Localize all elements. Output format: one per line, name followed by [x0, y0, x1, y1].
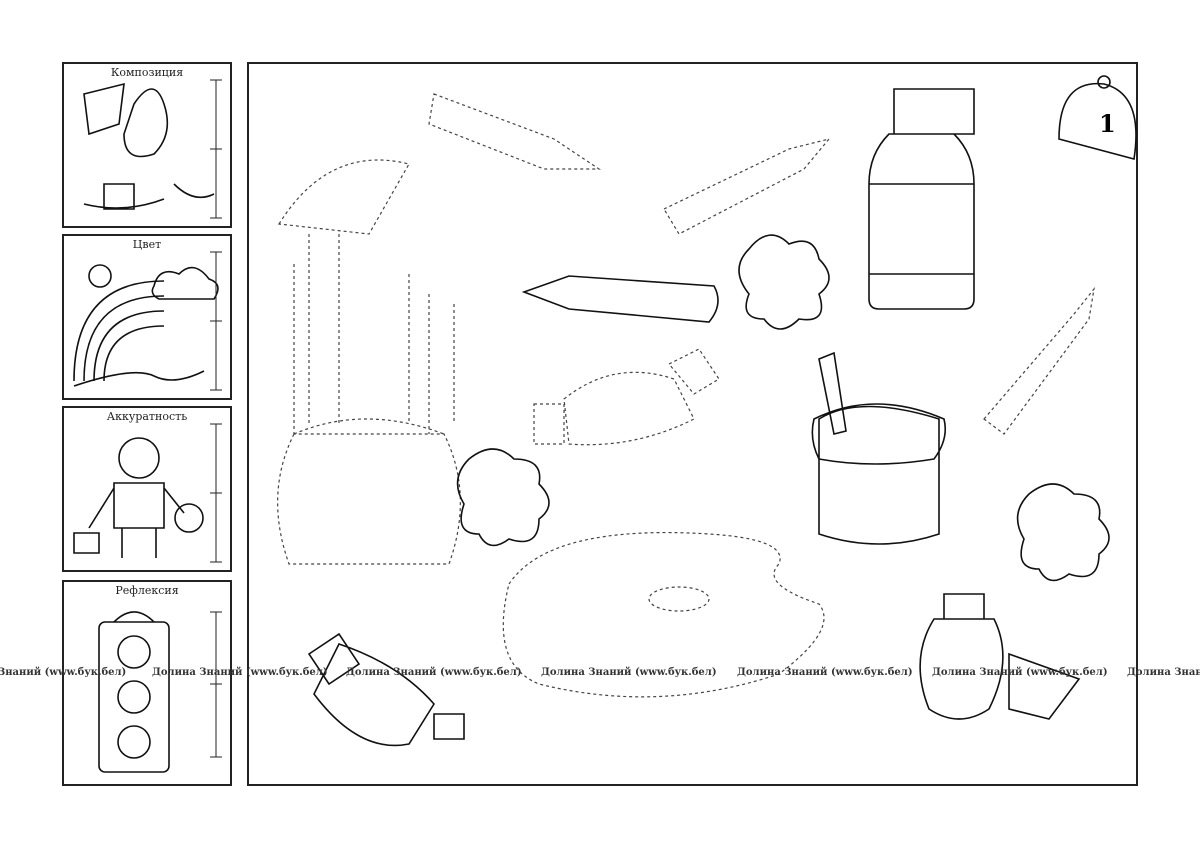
glue-bottle — [868, 88, 975, 310]
criterion-label: Аккуратность — [106, 410, 188, 423]
criterion-card-neatness: Аккуратность — [62, 406, 232, 572]
watermark: Долина Знаний (www.бук.бел) — [346, 667, 522, 678]
watermark: Долина Знаний — [1127, 667, 1200, 678]
watermark: Долина Знаний (www.бук.бел) — [932, 667, 1108, 678]
paint-tube — [919, 593, 1081, 720]
paint-blot — [738, 234, 830, 330]
coloring-area: 1 — [247, 62, 1138, 786]
paint-blot — [1016, 483, 1110, 582]
paint-tube — [307, 632, 465, 747]
criterion-card-reflection: Рефлексия — [62, 580, 232, 786]
bell-number: 1 — [1099, 109, 1116, 138]
dotted-paint-tube — [533, 348, 720, 446]
pencil — [521, 275, 719, 323]
dotted-palette — [502, 531, 825, 698]
criterion-label: Композиция — [110, 66, 184, 79]
art-supplies-drawing: 1 — [277, 75, 1137, 747]
dotted-pencil — [663, 137, 831, 235]
watermark: Долина Знаний (www.бук.бел) — [152, 667, 328, 678]
watermark: Долина Знаний (www.бук.бел) — [541, 667, 717, 678]
rainbow-sun-illustration — [73, 251, 222, 391]
dotted-pencil — [983, 286, 1095, 435]
criterion-card-color: Цвет — [62, 234, 232, 400]
traffic-light-illustration — [98, 611, 222, 773]
dotted-brush-vase — [277, 418, 461, 565]
dotted-fan-brush — [277, 159, 455, 434]
dotted-pencil — [428, 93, 601, 170]
criterion-card-composition: Композиция — [62, 62, 232, 228]
watermark: Долина Знаний (www.бук.бел) — [737, 667, 913, 678]
criterion-label: Цвет — [132, 238, 162, 251]
bell-icon: 1 — [1058, 75, 1137, 161]
artist-rabbit-illustration — [83, 79, 222, 219]
criterion-label: Рефлексия — [115, 584, 179, 597]
watermark: Знаний (www.бук.бел) — [0, 667, 127, 678]
schoolboy-illustration — [73, 423, 222, 563]
paint-blot — [456, 448, 550, 547]
paint-jar — [811, 403, 947, 545]
